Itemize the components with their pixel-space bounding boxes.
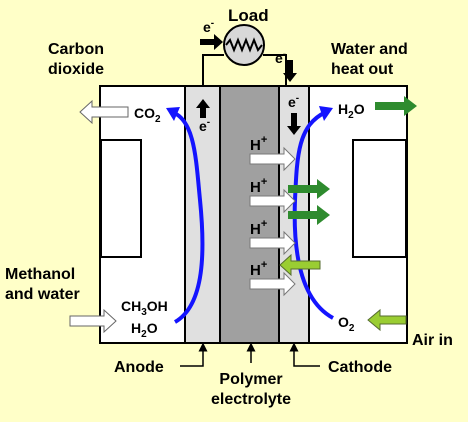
heat-arrow [288,179,330,199]
load-label: Load [228,6,269,25]
co2-label: CO2 [134,105,161,125]
air-arrow-inner [279,253,321,277]
h2o-in-label: H2O [131,320,158,340]
proton-arrow [249,188,296,214]
cathode-label: Cathode [328,359,392,376]
electron-arrow-anode [196,99,210,118]
cathode-flow-line [292,110,335,320]
anode-label: Anode [114,359,164,376]
electron-label-wire-right: e- [275,49,286,66]
heat-arrow [288,205,330,225]
proton-label: H+ [250,134,267,154]
anode-pointer [180,342,208,367]
electron-arrow-wire-right [283,60,297,82]
electron-label-cathode: e- [288,93,299,110]
o2-label: O2 [338,314,355,334]
anode-flow-arrowhead [166,107,180,121]
proton-label: H+ [250,218,267,238]
h2o-out-label: H2O [338,101,365,121]
air-in-arrow [367,308,407,332]
cathode-flow-arrowhead [319,106,333,121]
methanol-in-arrow [69,308,117,334]
proton-label: H+ [250,176,267,196]
anode-flow-channel [100,139,142,258]
proton-label: H+ [250,259,267,279]
electron-label-anode: e- [199,117,210,134]
cathode-flow-channel [352,139,407,258]
proton-arrow [249,230,296,256]
electron-arrow-cathode [287,113,301,135]
resistor-zigzag [225,37,263,53]
electron-label-top: e- [203,18,214,35]
proton-arrow [249,271,296,297]
heat-arrow [375,96,417,116]
ch3oh-label: CH3OH [121,298,168,318]
cathode-pointer [289,342,320,367]
polymer-membrane [219,85,280,344]
air-in-label: Air in [412,332,453,349]
proton-arrow [249,146,296,172]
electron-arrow-top [200,34,223,50]
anode-flow-line [171,110,205,324]
co2-out-arrow [79,99,129,125]
